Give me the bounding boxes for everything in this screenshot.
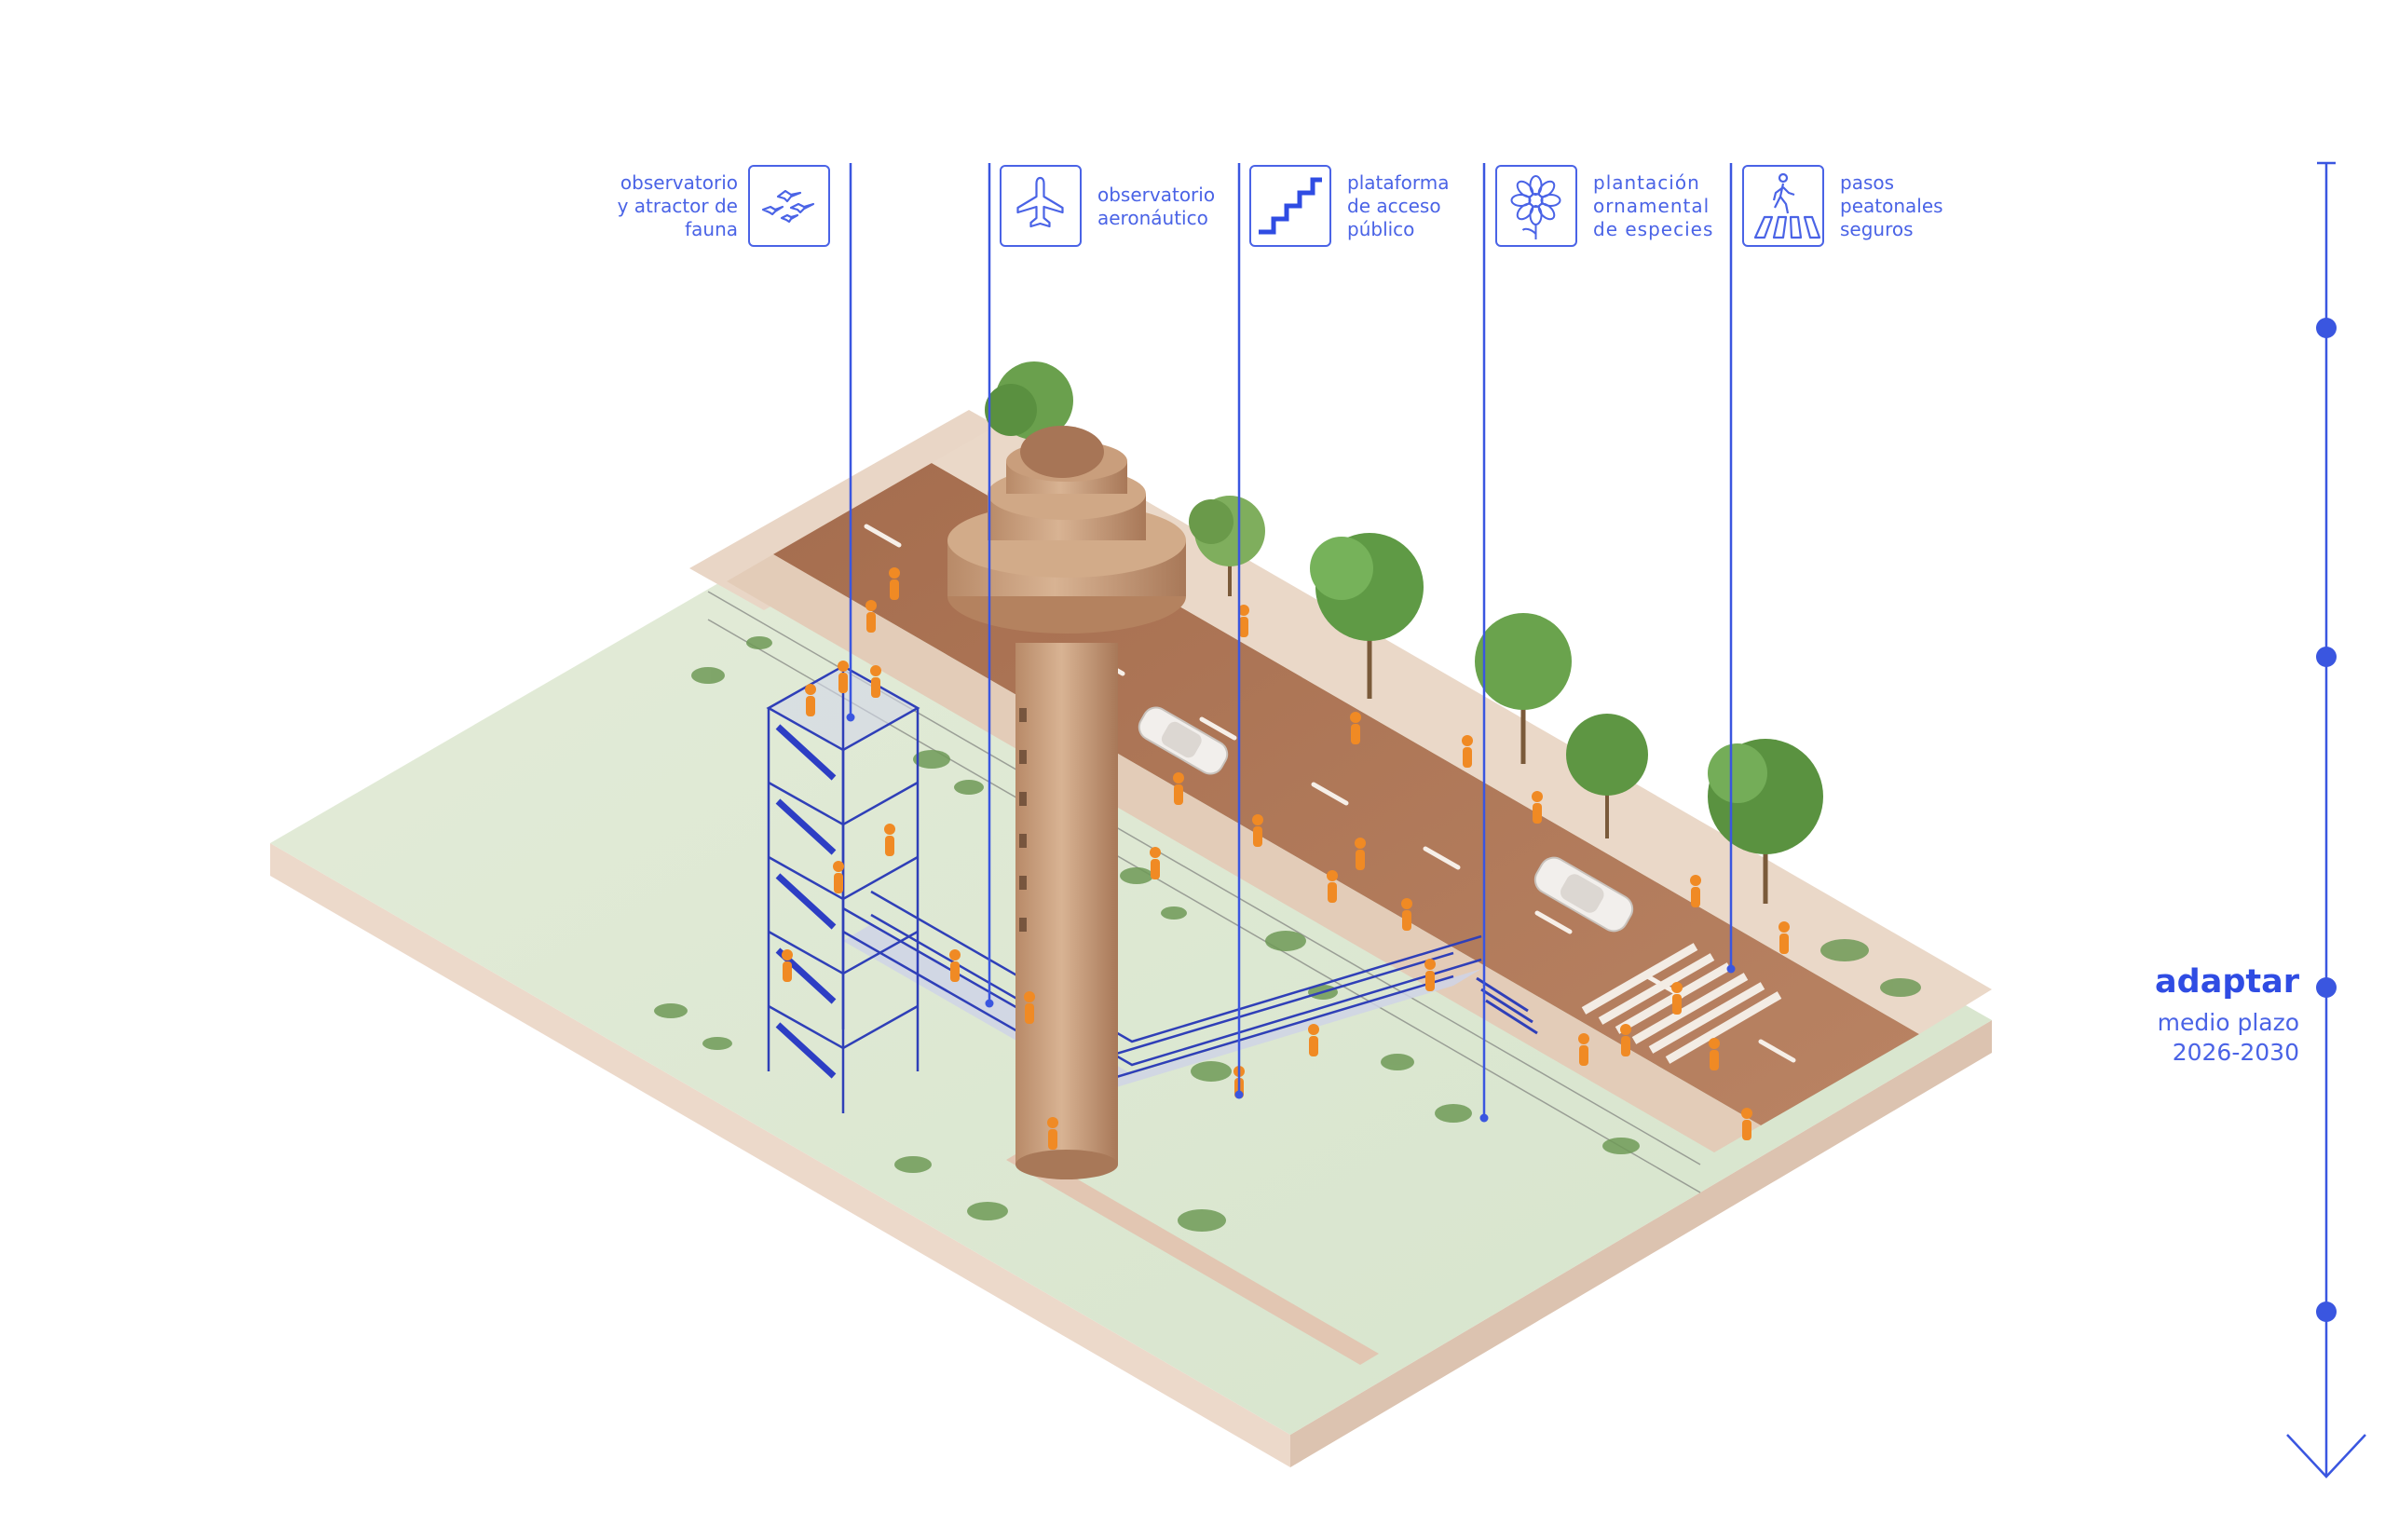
callout-fauna-line-2: y atractor de [617,195,738,217]
timeline-marker [2316,647,2337,667]
callout-aero-label: observatorio aeronáutico [1097,184,1215,230]
callout-platform-line-3: público [1347,218,1415,240]
paving-strip [1006,1149,1379,1365]
callout-planting-line-3: de especies [1593,218,1714,240]
trees [985,361,1823,904]
callout-planting-label: plantación ornamental de especies [1593,171,1713,241]
callout-crossing-label: pasos peatonales seguros [1840,171,1943,241]
timeline-marker [2316,1302,2337,1322]
airplane-icon [1016,176,1064,228]
callout-platform-label: plataforma de acceso público [1347,171,1450,241]
callout-crossing-line-3: seguros [1840,218,1914,240]
zebra-crossing [1581,943,1782,1064]
callout-leader-lines [849,163,1733,1118]
callout-aero-line-2: aeronáutico [1097,207,1208,229]
base-slab [270,438,1992,1467]
cars [1138,706,1634,933]
callout-planting-line-2: ornamental [1593,195,1710,217]
control-tower [947,426,1186,1179]
timeline-arrow-icon [2286,1434,2366,1479]
callout-fauna-icon-box [748,165,830,247]
timeline-marker-active [2316,977,2337,998]
callout-crossing-line-1: pasos [1840,171,1895,194]
callout-crossing-icon-box [1742,165,1824,247]
callout-planting-line-1: plantación [1593,171,1700,194]
timeline [2286,161,2366,1479]
timeline-phase-title: adaptar [2155,963,2299,1001]
callout-fauna-line-1: observatorio [620,171,738,194]
callout-platform-icon-box [1249,165,1331,247]
callout-platform-line-2: de acceso [1347,195,1441,217]
callout-aero-line-1: observatorio [1097,184,1216,206]
callout-aero-icon-box [1000,165,1082,247]
pedestrian-crossing-icon [1753,172,1821,239]
callout-leader-dots [846,713,1736,1123]
callout-crossing-line-2: peatonales [1840,195,1943,217]
timeline-phase-years: 2026-2030 [2172,1039,2299,1066]
shrubs [654,636,1921,1232]
stairs-icon [1259,177,1322,235]
timeline-marker [2316,318,2337,338]
callout-planting-icon-box [1495,165,1577,247]
callout-fauna-label: observatorio y atractor de fauna [618,171,738,241]
flower-icon [1510,175,1561,239]
callout-fauna-line-3: fauna [685,218,738,240]
timeline-phase-subtitle: medio plazo [2157,1009,2299,1036]
callout-platform-line-1: plataforma [1347,171,1450,194]
birds-icon [761,189,815,224]
